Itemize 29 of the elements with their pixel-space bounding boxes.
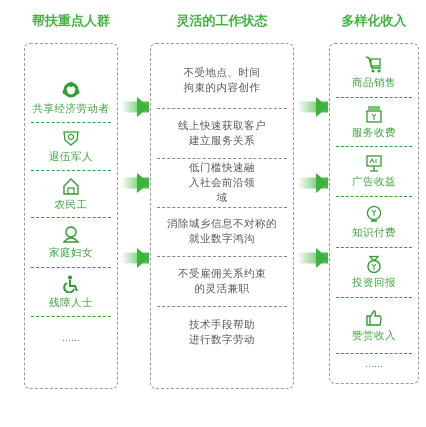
item-label: 不受地点、时间拘束的内容创作: [182, 66, 262, 96]
arrow: [121, 173, 149, 193]
item-label: 低门槛快速融入社会前沿领域: [188, 160, 256, 206]
item-label: 广告收益: [352, 176, 396, 189]
item-label: 消除城乡信息不对称的就业数字鸿沟: [166, 217, 278, 247]
item-label: 残障人士: [49, 296, 93, 310]
arrow: [297, 173, 328, 193]
item-label: 商品销售: [352, 77, 396, 90]
ellipsis-text: ……: [62, 333, 80, 346]
ellipsis-text: ……: [365, 358, 383, 372]
item-label: 共享经济劳动者: [32, 102, 110, 116]
item-label: 家庭妇女: [49, 247, 93, 260]
column-title: 帮扶重点人群: [31, 12, 111, 30]
item-label: 服务收费: [352, 126, 396, 140]
item-label: 线上快速获取客户建立服务关系: [177, 118, 267, 148]
item-label: 赞赏收入: [352, 330, 396, 343]
list-item: [157, 159, 287, 208]
item-label: 知识付费: [352, 226, 396, 240]
arrow: [297, 97, 328, 117]
item-label: 农民工: [54, 198, 88, 212]
item-label: 退伍军人: [49, 151, 93, 164]
column-title: 灵活的工作状态: [175, 13, 268, 30]
ellipsis-text: 技术手段帮助进行数字劳动: [188, 318, 256, 348]
column-title: 多样化收入: [340, 12, 408, 30]
arrow: [297, 248, 328, 268]
arrow: [121, 248, 149, 268]
arrow: [121, 97, 149, 117]
item-label: 投资回报: [352, 277, 396, 290]
item-label: 不受雇佣关系约束的灵活兼职: [177, 266, 267, 296]
